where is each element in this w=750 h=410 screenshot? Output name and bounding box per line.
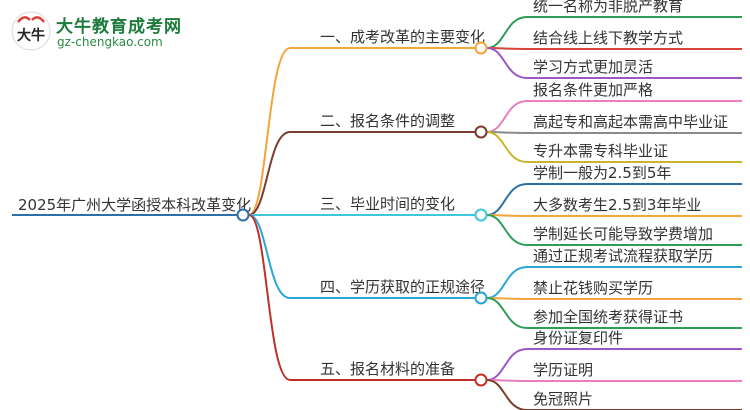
- leaf-label: 高起专和高起本需高中毕业证: [533, 113, 728, 131]
- branch-connector: [248, 214, 291, 299]
- brand-url: gz-chengkao.com: [57, 35, 163, 49]
- leaf-label: 大多数考生2.5到3年毕业: [533, 196, 701, 214]
- leaf-connector: [486, 214, 528, 246]
- leaf-label: 结合线上线下教学方式: [533, 29, 683, 47]
- leaf-connector: [486, 348, 528, 381]
- leaf-connector: [486, 131, 528, 163]
- branch-connector: [248, 131, 291, 216]
- leaf-label: 报名条件更加严格: [533, 81, 653, 99]
- leaf-label: 身份证复印件: [533, 329, 623, 347]
- branch-label: 四、学历获取的正规途径: [320, 278, 485, 296]
- branch-node: [474, 41, 488, 55]
- brand-title: 大牛教育成考网: [56, 17, 182, 37]
- leaf-connector: [486, 16, 528, 49]
- branch-label: 一、成考改革的主要变化: [320, 28, 485, 46]
- leaf-label: 学制一般为2.5到5年: [533, 164, 671, 182]
- branch-connector: [248, 47, 291, 216]
- leaf-label: 学历证明: [533, 361, 593, 379]
- bull-logo-icon: 大牛: [11, 11, 51, 51]
- leaf-label: 参加全国统考获得证书: [533, 308, 683, 326]
- branch-connector: [248, 214, 291, 381]
- branch-node: [474, 291, 488, 305]
- leaf-connector: [486, 100, 528, 133]
- leaf-label: 免冠照片: [533, 390, 593, 408]
- root-topic-label: 2025年广州大学函授本科改革变化: [18, 196, 251, 214]
- branch-label: 五、报名材料的准备: [320, 360, 455, 378]
- branch-node: [474, 208, 488, 222]
- branch-node: [474, 373, 488, 387]
- leaf-label: 学制延长可能导致学费增加: [533, 225, 713, 243]
- leaf-label: 专升本需专科毕业证: [533, 142, 668, 160]
- leaf-connector: [486, 297, 528, 329]
- leaf-connector: [486, 266, 528, 299]
- leaf-label: 通过正规考试流程获取学历: [533, 247, 713, 265]
- root-node: [236, 208, 250, 222]
- leaf-connector: [486, 183, 528, 216]
- branch-label: 三、毕业时间的变化: [320, 195, 455, 213]
- branch-node: [474, 125, 488, 139]
- leaf-connector: [486, 47, 528, 79]
- branch-label: 二、报名条件的调整: [320, 112, 455, 130]
- leaf-connector: [486, 379, 528, 410]
- leaf-label: 学习方式更加灵活: [533, 58, 653, 76]
- svg-text:大牛: 大牛: [17, 27, 45, 44]
- brand-logo: 大牛 大牛教育成考网 gz-chengkao.com: [10, 10, 182, 54]
- leaf-label: 禁止花钱购买学历: [533, 279, 653, 297]
- leaf-label: 统一名称为非脱产教育: [533, 0, 683, 15]
